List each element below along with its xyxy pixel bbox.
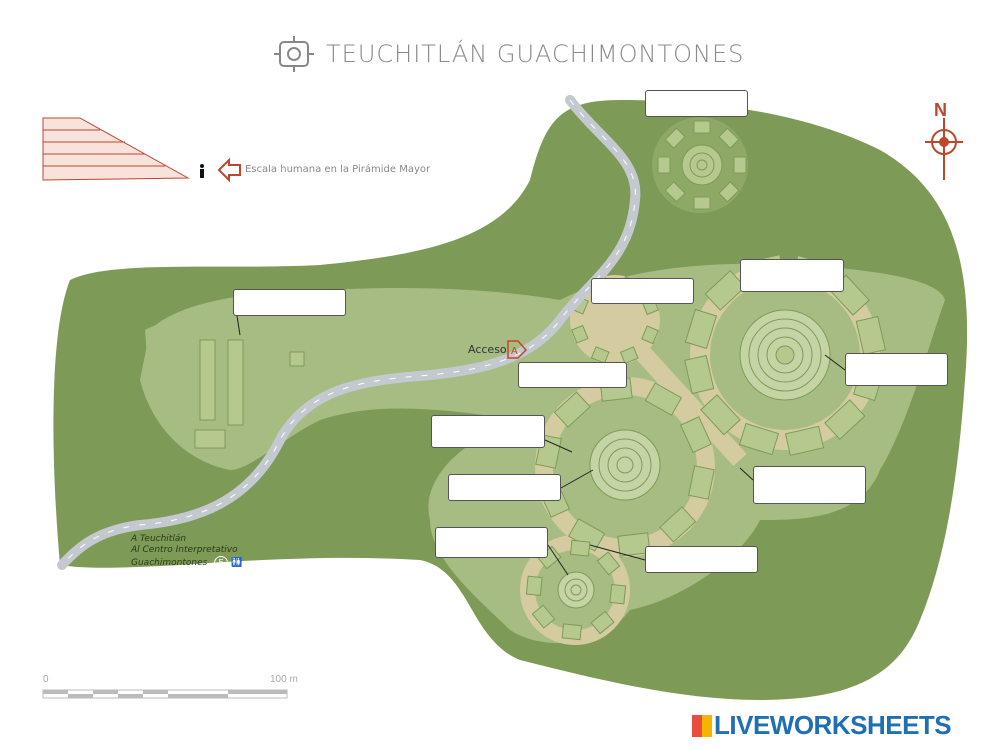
scale-end-label: 100 m	[270, 674, 298, 685]
platform	[700, 394, 741, 436]
platform	[693, 196, 711, 210]
platform	[657, 156, 671, 174]
platform	[194, 429, 226, 449]
platform	[718, 181, 740, 203]
platform	[289, 351, 305, 367]
platform	[553, 391, 591, 428]
destination-line: A Teuchitlán	[131, 534, 187, 544]
brand-logo: LIVEWORKSHEETS	[692, 710, 952, 741]
platform	[619, 346, 639, 365]
causeway	[633, 343, 747, 467]
destination-line: Guachimontones	[131, 558, 208, 568]
platform	[525, 575, 543, 597]
platform	[684, 354, 715, 395]
answer-field-7[interactable]	[431, 415, 545, 448]
road	[57, 95, 641, 570]
platform	[641, 325, 659, 345]
answer-field-5[interactable]	[518, 362, 627, 388]
platform	[684, 308, 718, 350]
pyramid-north	[681, 144, 723, 186]
page-title: TEUCHITLÁN GUACHIMONTONES	[326, 40, 745, 68]
answer-field-8[interactable]	[448, 474, 561, 501]
compass-north-label: N	[934, 100, 947, 120]
platform	[664, 127, 686, 149]
leader-lines	[236, 315, 846, 576]
compass-icon	[925, 118, 963, 180]
destination-line: Al Centro Interpretativo	[131, 545, 238, 555]
answer-field-10[interactable]	[435, 527, 548, 558]
platform	[664, 181, 686, 203]
restroom-icon: 🚻	[231, 558, 243, 568]
platform	[659, 506, 697, 543]
platform	[590, 610, 615, 635]
answer-field-11[interactable]	[645, 546, 758, 573]
platform	[644, 382, 683, 416]
scale-bar	[42, 689, 288, 699]
platform	[531, 604, 556, 629]
answer-field-4[interactable]	[740, 259, 844, 292]
platform	[679, 416, 712, 454]
platform	[784, 425, 825, 456]
platform	[688, 465, 715, 500]
platform	[609, 583, 627, 605]
brand-name: LIVEWORKSHEETS	[714, 710, 952, 740]
pyramid-main	[739, 309, 831, 401]
platform	[596, 551, 621, 576]
access-badge-letter: A	[511, 346, 518, 357]
access-badge: A	[507, 340, 528, 359]
access-label: Acceso	[468, 343, 507, 356]
platform	[199, 339, 216, 421]
arrow-left-icon	[217, 157, 241, 183]
platform	[733, 156, 747, 174]
platform	[718, 127, 740, 149]
platform	[855, 315, 886, 356]
scale-caption: Escala humana en la Pirámide Mayor	[245, 164, 431, 175]
platform	[704, 270, 746, 311]
human-figure-icon	[200, 164, 204, 178]
platform	[569, 539, 591, 557]
pyramid-central	[589, 429, 661, 501]
platform	[693, 120, 711, 134]
platform	[617, 532, 651, 557]
pyramid-profile-icon	[42, 117, 190, 181]
pyramid-south	[557, 571, 595, 609]
brand-icon	[692, 715, 712, 737]
destination-label: A Teuchitlán Al Centro Interpretativo Gu…	[131, 534, 242, 570]
platform	[590, 346, 610, 364]
answer-field-3[interactable]	[591, 278, 694, 304]
answer-field-6[interactable]	[845, 353, 948, 386]
platform	[738, 422, 780, 456]
platform	[227, 339, 244, 426]
platform	[570, 324, 589, 344]
platform	[824, 399, 866, 440]
answer-field-2[interactable]	[233, 289, 346, 316]
parking-icon: E	[214, 556, 229, 570]
sun-glyph-icon	[274, 36, 314, 72]
platform	[561, 623, 583, 641]
scale-start-label: 0	[43, 674, 49, 685]
answer-field-9[interactable]	[753, 466, 866, 504]
answer-field-1[interactable]	[645, 90, 748, 117]
